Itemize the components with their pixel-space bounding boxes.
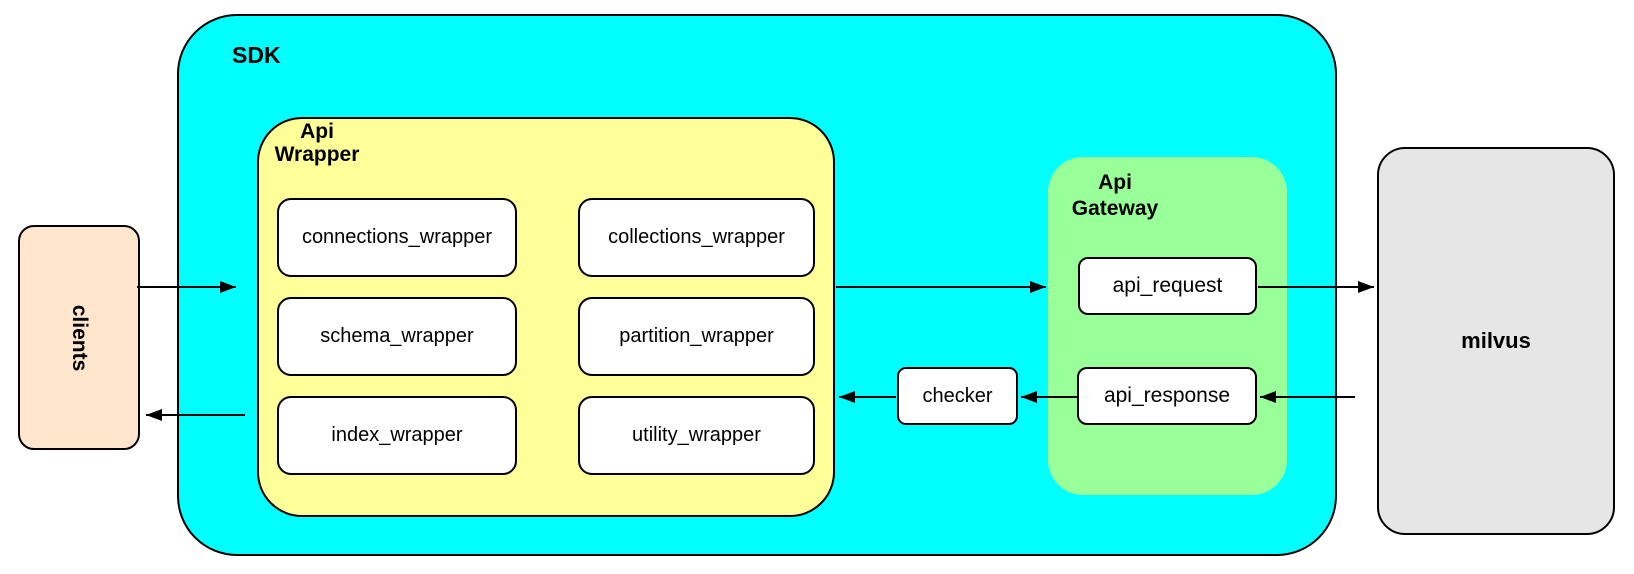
connections-wrapper-label: connections_wrapper — [301, 226, 493, 248]
partition-wrapper-label: partition_wrapper — [619, 325, 774, 347]
checker-label: checker — [922, 384, 993, 407]
api-wrapper-label: Api Wrapper — [274, 120, 360, 166]
collections-wrapper-box: collections_wrapper — [578, 198, 815, 277]
schema-wrapper-label: schema_wrapper — [320, 325, 474, 347]
api-gateway-container — [1048, 157, 1287, 495]
api-request-box: api_request — [1078, 257, 1257, 315]
api-response-label: api_response — [1103, 384, 1231, 407]
collections-wrapper-label: collections_wrapper — [608, 226, 785, 248]
clients-label: clients — [68, 304, 91, 371]
api-gateway-label: Api Gateway — [1071, 171, 1159, 220]
api-request-label: api_request — [1112, 274, 1223, 297]
clients-box: clients — [18, 225, 140, 450]
milvus-label: milvus — [1461, 328, 1531, 353]
partition-wrapper-box: partition_wrapper — [578, 297, 815, 376]
index-wrapper-box: index_wrapper — [277, 396, 517, 475]
checker-box: checker — [897, 367, 1018, 425]
index-wrapper-label: index_wrapper — [331, 424, 463, 446]
utility-wrapper-label: utility_wrapper — [632, 424, 761, 446]
connections-wrapper-box: connections_wrapper — [277, 198, 517, 277]
schema-wrapper-box: schema_wrapper — [277, 297, 517, 376]
api-response-box: api_response — [1077, 367, 1257, 425]
sdk-label: SDK — [232, 42, 281, 68]
milvus-box: milvus — [1377, 147, 1615, 535]
utility-wrapper-box: utility_wrapper — [578, 396, 815, 475]
